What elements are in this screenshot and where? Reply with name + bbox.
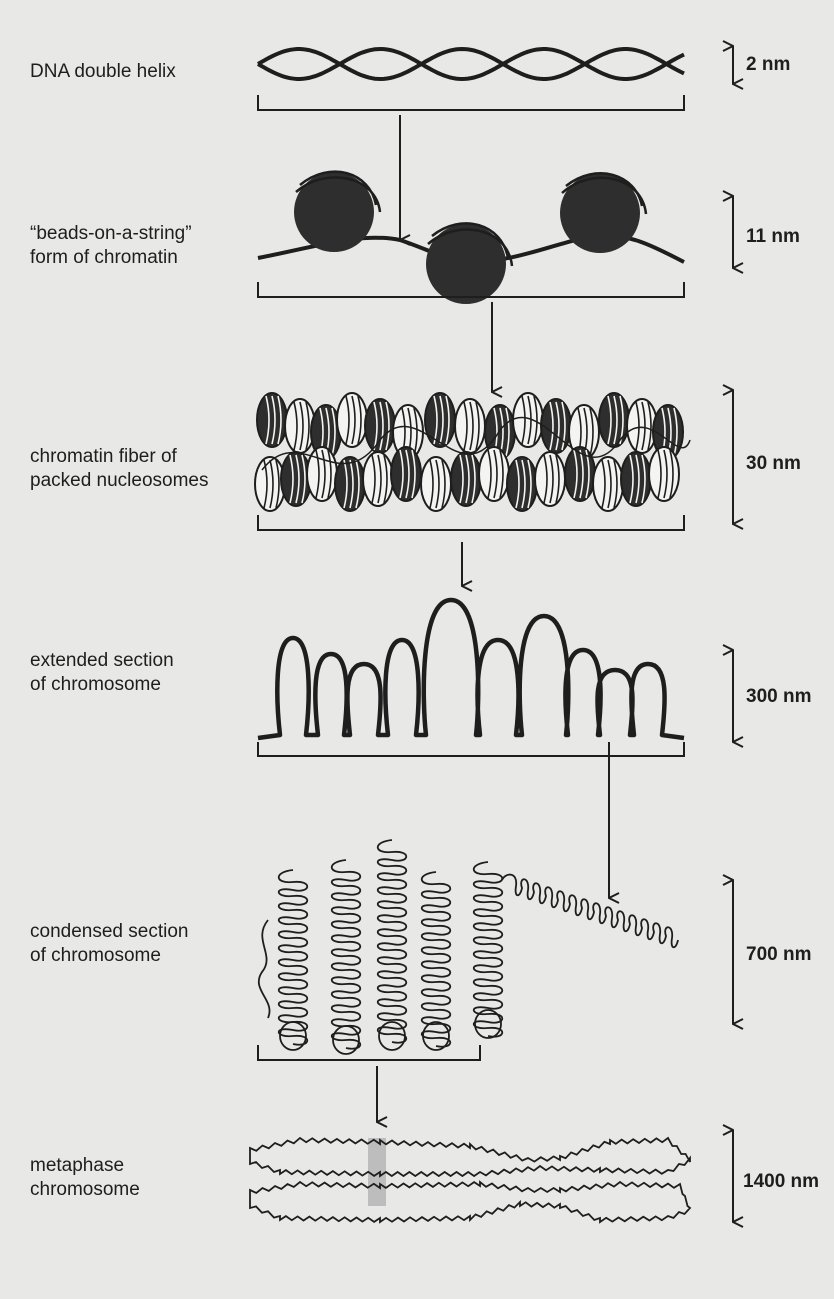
fiber-nucleosome xyxy=(455,399,485,453)
bracket-dna xyxy=(258,95,684,110)
fiber-nucleosome xyxy=(391,447,421,501)
fiber-nucleosome xyxy=(649,447,679,501)
fiber-nucleosome xyxy=(363,452,393,506)
condensed-coil-column xyxy=(378,840,407,1050)
fiber-nucleosome xyxy=(621,452,651,506)
fiber-nucleosome xyxy=(513,393,543,447)
condensed-tail xyxy=(502,875,678,948)
fiber-nucleosome xyxy=(425,393,455,447)
fiber-nucleosome xyxy=(565,447,595,501)
fiber-nucleosome xyxy=(337,393,367,447)
centromere-highlight xyxy=(368,1138,386,1206)
dna-helix xyxy=(258,49,684,79)
fiber-nucleosome xyxy=(365,399,395,453)
bracket-condensed xyxy=(258,1045,480,1060)
bracket-fiber xyxy=(258,515,684,530)
fiber-nucleosome xyxy=(593,457,623,511)
fiber-nucleosome xyxy=(257,393,287,447)
condensed-coil-column xyxy=(332,860,361,1054)
fiber-nucleosome xyxy=(507,457,537,511)
nucleosome-1 xyxy=(294,172,380,252)
nucleosome-2 xyxy=(426,223,512,304)
fiber-nucleosome xyxy=(421,457,451,511)
condensed-coil-column xyxy=(422,872,451,1050)
fiber-nucleosome xyxy=(335,457,365,511)
metaphase-chromosome xyxy=(250,1138,690,1222)
fiber-nucleosome xyxy=(307,447,337,501)
chromatin-fiber xyxy=(255,393,690,511)
condensed-section xyxy=(259,840,678,1054)
condensed-coil-column xyxy=(474,862,503,1038)
fiber-nucleosome xyxy=(479,447,509,501)
condensed-coil-column xyxy=(279,870,308,1050)
fiber-nucleosome xyxy=(599,393,629,447)
condensed-left-strand xyxy=(259,920,270,1018)
fiber-nucleosome xyxy=(535,452,565,506)
fiber-nucleosome xyxy=(541,399,571,453)
extended-loops xyxy=(258,600,684,738)
bracket-extended xyxy=(258,742,684,756)
beads-on-a-string xyxy=(258,172,684,304)
fiber-nucleosome xyxy=(451,452,481,506)
